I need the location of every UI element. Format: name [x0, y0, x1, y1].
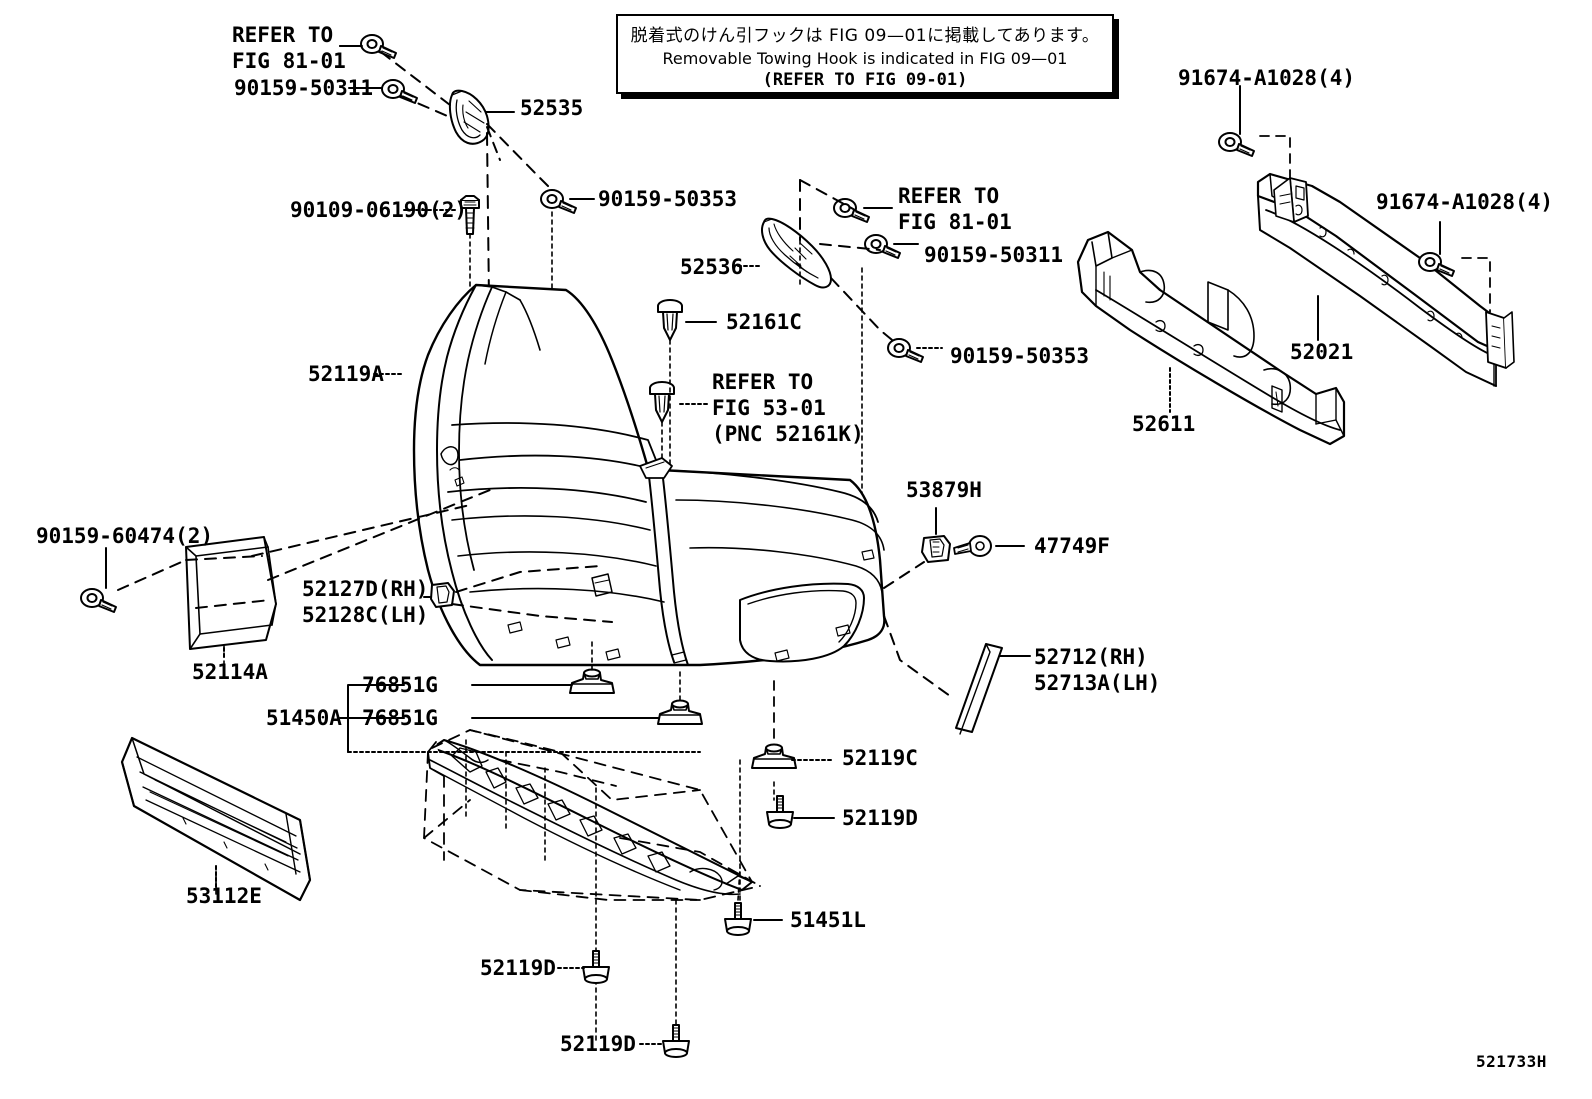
- label-part-51450A: 51450A: [266, 706, 342, 730]
- note-english: Removable Towing Hook is indicated in FI…: [662, 49, 1068, 68]
- figure-id: 521733H: [1476, 1052, 1547, 1071]
- label-part-76851G-b: 76851G: [362, 706, 438, 730]
- label-bolt-91674-A1028-b: 91674-A1028(4): [1376, 190, 1554, 214]
- label-refer-fig81-01-a: REFER TO FIG 81-01: [232, 23, 346, 73]
- label-part-51451L: 51451L: [790, 908, 866, 932]
- label-part-52021: 52021: [1290, 340, 1354, 364]
- label-bolt-90159-50311-a: 90159-50311: [234, 76, 374, 100]
- label-clip-52161C: 52161C: [726, 310, 802, 334]
- label-part-52712-52713A: 52712(RH) 52713A(LH): [1034, 645, 1161, 695]
- label-part-52119D-c: 52119D: [560, 1032, 636, 1056]
- label-bolt-90159-60474: 90159-60474(2): [36, 524, 214, 548]
- label-bolt-91674-A1028-a: 91674-A1028(4): [1178, 66, 1356, 90]
- label-part-52119D-a: 52119D: [842, 806, 918, 830]
- note-japanese: 脱着式のけん引フックは FIG 09—01に掲載してあります。: [630, 26, 1100, 46]
- label-part-52114A: 52114A: [192, 660, 268, 684]
- towing-hook-note-box: 脱着式のけん引フックは FIG 09—01に掲載してあります。 Removabl…: [616, 14, 1114, 94]
- label-part-52536: 52536: [680, 255, 744, 279]
- label-part-52119D-b: 52119D: [480, 956, 556, 980]
- note-reference: (REFER TO FIG 09-01): [762, 70, 968, 90]
- label-bolt-90159-50353-b: 90159-50353: [950, 344, 1090, 368]
- label-bolt-90109-06190: 90109-06190(2): [290, 198, 468, 222]
- label-part-76851G-a: 76851G: [362, 673, 438, 697]
- label-part-52611: 52611: [1132, 412, 1196, 436]
- label-part-52119C: 52119C: [842, 746, 918, 770]
- label-part-52119A: 52119A: [308, 362, 384, 386]
- label-part-47749F: 47749F: [1034, 534, 1110, 558]
- label-part-52535: 52535: [520, 96, 584, 120]
- label-refer-fig53-01: REFER TO FIG 53-01 (PNC 52161K): [712, 370, 864, 446]
- label-bolt-90159-50353-a: 90159-50353: [598, 187, 738, 211]
- label-bolt-90159-50311-b: 90159-50311: [924, 243, 1064, 267]
- label-refer-fig81-01-b: REFER TO FIG 81-01: [898, 184, 1012, 234]
- label-part-52127D-52128C: 52127D(RH) 52128C(LH): [302, 577, 429, 627]
- label-part-53112E: 53112E: [186, 884, 262, 908]
- label-part-53879H: 53879H: [906, 478, 982, 502]
